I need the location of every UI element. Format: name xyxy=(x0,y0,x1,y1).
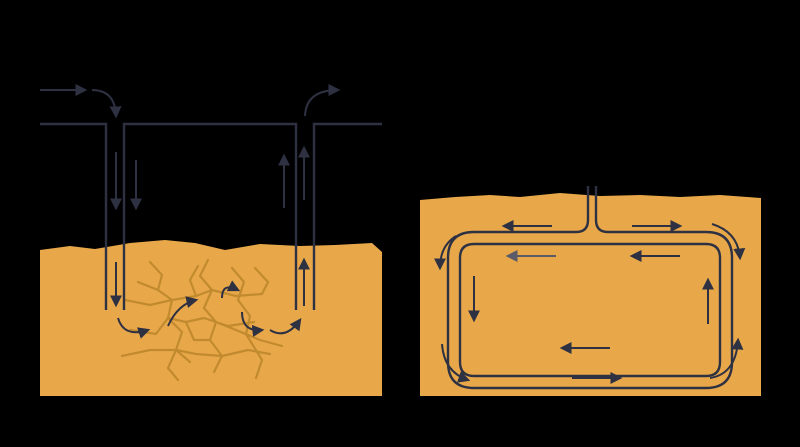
loop-arrow-corner-bottom-left xyxy=(441,343,471,383)
fracture-flow-arrow-5 xyxy=(269,318,302,335)
fracture-flow-arrow-1 xyxy=(117,317,151,339)
outlet-bend-arrow xyxy=(304,84,341,117)
fracture-network xyxy=(120,258,284,382)
surface-pipe-line xyxy=(40,122,382,310)
loop-arrow-corner-bottom-right xyxy=(709,337,744,379)
loop-pipe-inner xyxy=(458,242,722,378)
vertical-pipe-left xyxy=(446,186,734,390)
ground-right xyxy=(420,193,761,396)
left-panel-open-loop xyxy=(40,84,382,396)
loop-arrow-corner-top-left xyxy=(434,235,457,271)
ground-left xyxy=(40,240,382,396)
right-panel-closed-loop xyxy=(420,186,761,396)
loop-arrow-corner-top-right xyxy=(711,223,746,261)
fracture-flow-arrow-4 xyxy=(241,311,265,337)
fracture-flow-arrow-3 xyxy=(221,280,241,299)
inlet-bend-arrow xyxy=(91,89,122,119)
fracture-flow-arrow-2 xyxy=(167,296,199,327)
